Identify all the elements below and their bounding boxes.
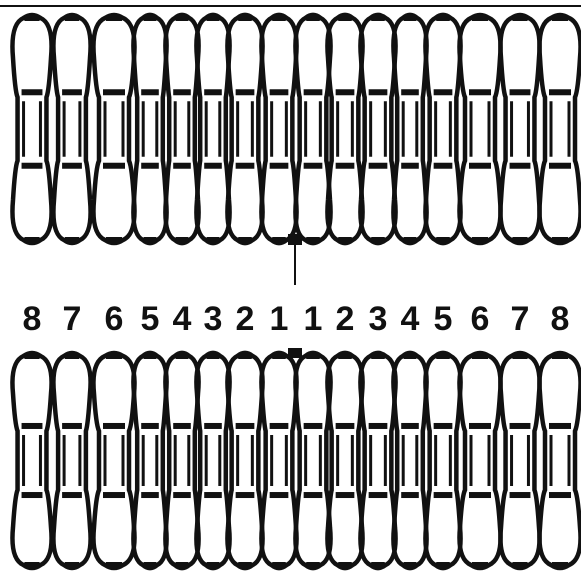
- lower-tooth-15: [500, 353, 539, 568]
- tooth-number-11: 3: [369, 300, 388, 338]
- upper-teeth-row: [12, 15, 580, 243]
- tooth-number-5: 4: [173, 300, 192, 338]
- lower-tooth-1: [12, 353, 51, 568]
- lower-tooth-2: [53, 353, 90, 568]
- tooth-number-13: 5: [434, 300, 453, 338]
- tooth-number-10: 2: [336, 300, 355, 338]
- upper-tooth-4: [133, 15, 166, 243]
- tooth-number-3: 6: [105, 300, 124, 338]
- upper-tooth-5: [165, 15, 198, 243]
- lower-tooth-8: [261, 353, 296, 568]
- upper-tooth-6: [196, 15, 229, 243]
- tooth-number-4: 5: [141, 300, 160, 338]
- upper-tooth-16: [539, 15, 580, 243]
- midline-marker: [288, 234, 302, 358]
- upper-tooth-2: [53, 15, 90, 243]
- upper-tooth-8: [261, 15, 296, 243]
- upper-tooth-15: [500, 15, 539, 243]
- tooth-number-9: 1: [304, 300, 323, 338]
- lower-tooth-11: [360, 353, 395, 568]
- lower-tooth-7: [227, 353, 262, 568]
- lower-tooth-5: [165, 353, 198, 568]
- tooth-number-8: 1: [270, 300, 289, 338]
- tooth-number-16: 8: [551, 300, 570, 338]
- upper-tooth-3: [93, 15, 134, 243]
- upper-tooth-14: [459, 15, 500, 243]
- tooth-number-1: 8: [23, 300, 42, 338]
- tooth-number-12: 4: [401, 300, 420, 338]
- upper-tooth-12: [393, 15, 426, 243]
- tooth-number-15: 7: [511, 300, 530, 338]
- upper-tooth-13: [425, 15, 460, 243]
- lower-tooth-4: [133, 353, 166, 568]
- tooth-number-14: 6: [471, 300, 490, 338]
- lower-tooth-12: [393, 353, 426, 568]
- upper-tooth-1: [12, 15, 51, 243]
- tooth-number-7: 2: [236, 300, 255, 338]
- lower-teeth-row: [12, 353, 580, 568]
- upper-tooth-11: [360, 15, 395, 243]
- tooth-number-6: 3: [204, 300, 223, 338]
- lower-tooth-6: [196, 353, 229, 568]
- lower-tooth-13: [425, 353, 460, 568]
- lower-tooth-14: [459, 353, 500, 568]
- lower-tooth-3: [93, 353, 134, 568]
- tooth-number-2: 7: [63, 300, 82, 338]
- lower-tooth-16: [539, 353, 580, 568]
- upper-tooth-7: [227, 15, 262, 243]
